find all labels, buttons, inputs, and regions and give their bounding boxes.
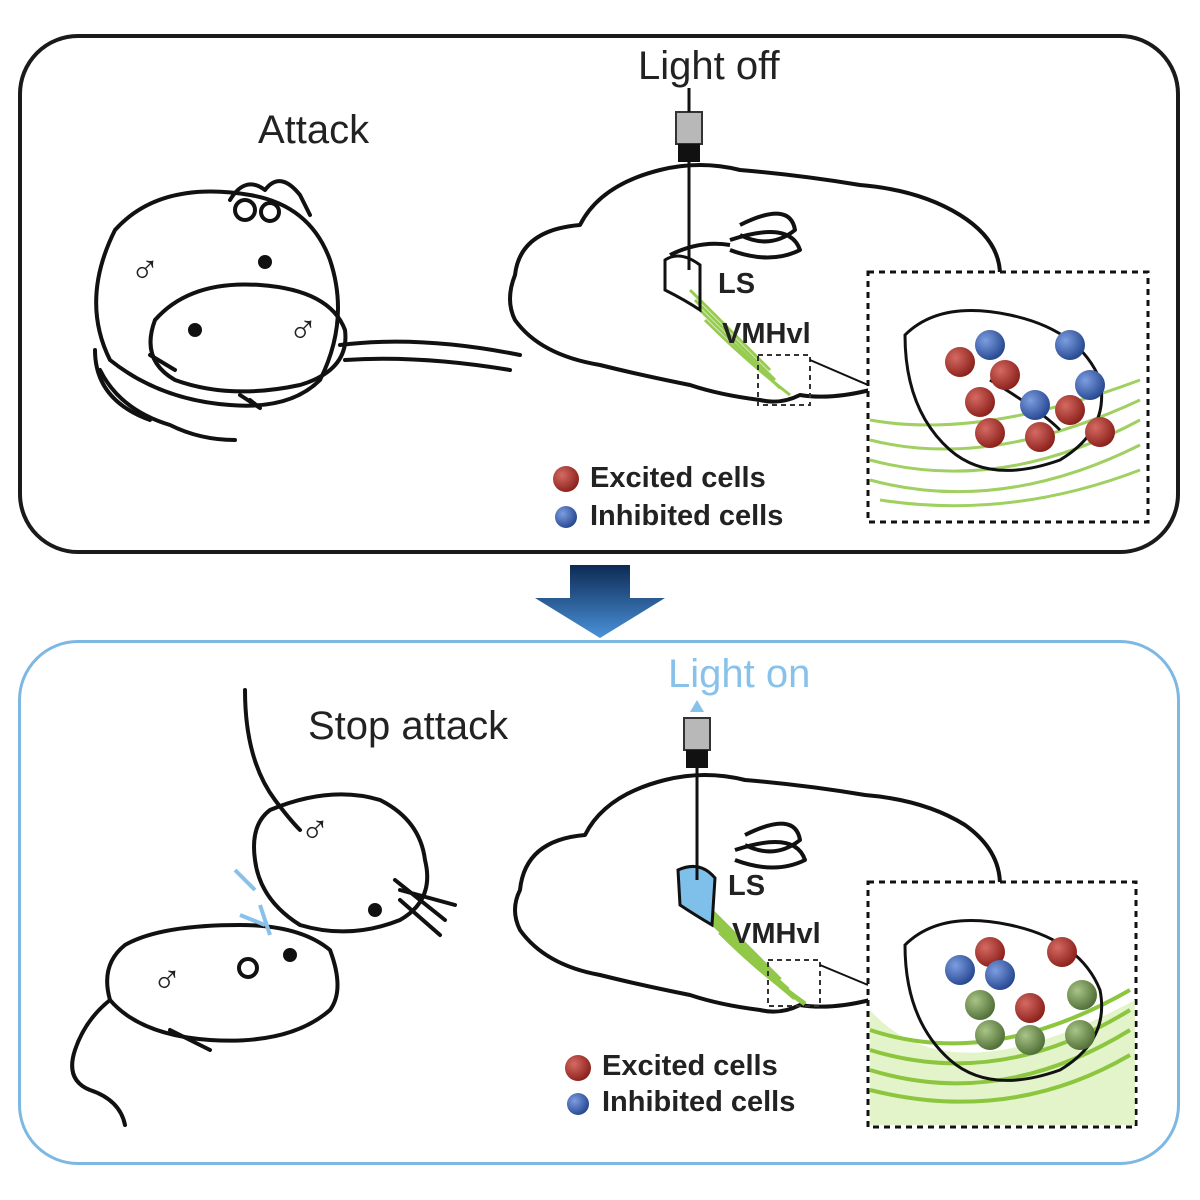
down-arrow	[535, 565, 665, 638]
behavior-label-top: Attack	[258, 108, 370, 152]
vmhvl-label-top: VMHvl	[722, 318, 811, 350]
neutral-cell	[1067, 980, 1097, 1010]
mice-attack-illustration	[93, 179, 522, 442]
light-on-label: Light on	[668, 652, 811, 696]
vmh-dashed-box-bottom	[767, 959, 821, 1007]
legend-inhibited-marker-bottom	[567, 1093, 589, 1115]
panel-light-on	[18, 640, 1180, 1165]
excited-cell	[990, 360, 1020, 390]
optic-fiber-top	[675, 88, 703, 270]
neutral-cell	[975, 1020, 1005, 1050]
neutral-cell	[965, 990, 995, 1020]
behavior-label-bottom: Stop attack	[308, 704, 509, 748]
light-flash-marks	[233, 868, 272, 936]
inhibited-cell	[985, 960, 1015, 990]
excited-cell	[1025, 422, 1055, 452]
legend-inhibited-label-top: Inhibited cells	[590, 500, 784, 532]
inhibited-cell	[975, 330, 1005, 360]
legend-excited-marker-top	[553, 466, 579, 492]
excited-cell	[975, 937, 1005, 967]
male-symbol-lower-mouse: ♂	[152, 958, 182, 1002]
ls-region-bottom-illuminated	[676, 864, 717, 928]
legend-top-markers	[553, 466, 579, 528]
male-symbol-front-mouse: ♂	[288, 308, 318, 352]
excited-cell	[945, 347, 975, 377]
fiber-tract-bottom	[698, 898, 807, 1007]
excited-cell	[1047, 937, 1077, 967]
excited-cell	[965, 387, 995, 417]
legend-excited-label-bottom: Excited cells	[602, 1050, 778, 1082]
ls-label-top: LS	[718, 268, 756, 300]
ls-region-top	[663, 254, 702, 313]
light-off-label: Light off	[638, 44, 780, 88]
legend-excited-marker-bottom	[565, 1055, 591, 1081]
excited-cell	[1085, 417, 1115, 447]
neutral-cell	[1065, 1020, 1095, 1050]
cells-bottom	[945, 937, 1097, 1055]
neutral-cell	[1015, 1025, 1045, 1055]
inhibited-cell	[1020, 390, 1050, 420]
inhibited-cell	[1075, 370, 1105, 400]
inset-vmh-bottom	[866, 880, 1138, 1129]
excited-cell	[975, 418, 1005, 448]
fiber-tract-top	[688, 288, 791, 397]
legend-excited-label-top: Excited cells	[590, 462, 766, 494]
legend-bottom-markers	[565, 1055, 591, 1115]
excited-cell	[1015, 993, 1045, 1023]
vmhvl-label-bottom: VMHvl	[732, 918, 821, 950]
mice-stop-attack-illustration	[70, 688, 457, 1127]
legend-inhibited-label-bottom: Inhibited cells	[602, 1086, 796, 1118]
male-symbol-back-mouse: ♂	[130, 248, 160, 292]
ls-label-bottom: LS	[728, 870, 766, 902]
panel-light-off	[18, 34, 1180, 554]
legend-inhibited-marker-top	[555, 506, 577, 528]
excited-cell	[1055, 395, 1085, 425]
inset-vmh-top	[866, 270, 1150, 524]
cells-top	[945, 330, 1115, 452]
vmh-dashed-box-top	[757, 354, 811, 406]
inhibited-cell	[945, 955, 975, 985]
inhibited-cell	[1055, 330, 1085, 360]
male-symbol-upper-mouse: ♂	[300, 808, 330, 852]
optic-fiber-bottom	[683, 700, 711, 880]
